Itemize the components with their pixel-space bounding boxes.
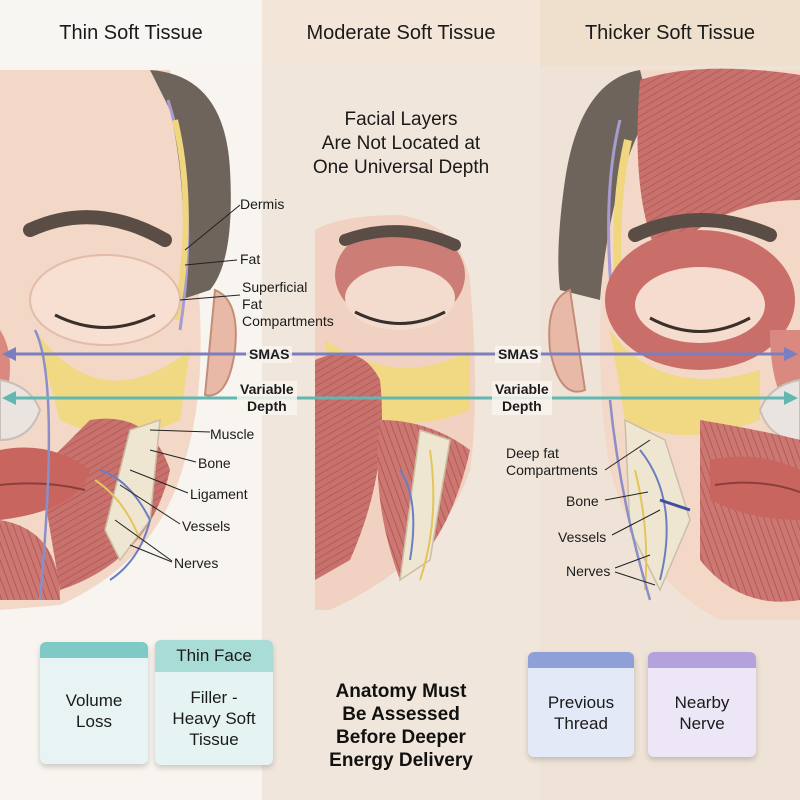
label-variable-depth-left: Variable Depth xyxy=(237,381,297,415)
card-thin-face: Thin Face Filler - Heavy Soft Tissue xyxy=(155,640,273,765)
card-nearby-nerve: Nearby Nerve xyxy=(648,652,756,757)
right-hair xyxy=(558,70,650,300)
label-deep-fat-compartments: Deep fat Compartments xyxy=(506,445,598,479)
bottom-message: Anatomy Must Be Assessed Before Deeper E… xyxy=(262,680,540,772)
card-header-bar xyxy=(648,652,756,668)
right-ear xyxy=(548,288,587,393)
right-eye xyxy=(649,316,751,333)
center-title-line: One Universal Depth xyxy=(312,157,490,178)
card-body: Nearby Nerve xyxy=(648,668,756,757)
label-nerves-left: Nerves xyxy=(174,555,219,571)
label-line: Superficial xyxy=(242,279,308,295)
card-text-line: Previous xyxy=(547,692,615,712)
label-dermis: Dermis xyxy=(240,196,285,212)
card-text-line: Thread xyxy=(554,713,608,733)
card-body: Filler - Heavy Soft Tissue xyxy=(155,672,273,765)
left-eyebrow xyxy=(23,210,172,247)
label-superficial-fat-compartments: Superficial Fat Compartments xyxy=(242,279,334,330)
label-muscle: Muscle xyxy=(210,426,255,442)
label-ligament: Ligament xyxy=(190,486,248,502)
label-line: Variable xyxy=(240,381,294,397)
card-text-line: Filler - xyxy=(190,688,238,707)
right-eyebrow xyxy=(628,213,777,242)
center-title-line: Are Not Located at xyxy=(321,133,481,154)
card-title: Thin Face xyxy=(155,640,273,672)
label-smas-left: SMAS xyxy=(246,346,293,363)
label-bone-right: Bone xyxy=(566,493,599,509)
left-eye xyxy=(54,313,156,329)
label-bone-left: Bone xyxy=(198,455,231,471)
label-line: Deep fat xyxy=(506,445,559,461)
left-face xyxy=(0,70,241,610)
label-line: Variable xyxy=(495,381,549,397)
label-smas-right: SMAS xyxy=(495,346,542,363)
label-line: Depth xyxy=(247,398,287,414)
depth-arrow-left-icon xyxy=(2,391,16,405)
label-vessels-left: Vessels xyxy=(182,518,231,534)
bottom-message-line: Anatomy Must xyxy=(335,681,467,702)
card-volume-loss: Volume Loss xyxy=(40,642,148,764)
label-vessels-right: Vessels xyxy=(558,529,607,545)
card-text-line: Nearby xyxy=(674,692,730,712)
left-hair xyxy=(150,70,231,300)
label-line: Fat xyxy=(242,296,263,312)
right-face xyxy=(548,68,800,620)
card-text-line: Volume xyxy=(65,691,123,710)
card-text-line: Loss xyxy=(76,712,112,731)
smas-arrow-right-icon xyxy=(784,347,798,361)
smas-arrow-left-icon xyxy=(2,347,16,361)
right-lips xyxy=(710,456,800,520)
card-previous-thread: Previous Thread xyxy=(528,652,634,757)
header-moderate-soft-tissue: Moderate Soft Tissue xyxy=(262,0,540,66)
label-line: Compartments xyxy=(242,313,334,329)
center-title-line: Facial Layers xyxy=(344,109,458,130)
center-title: Facial Layers Are Not Located at One Uni… xyxy=(262,108,540,180)
card-header-bar xyxy=(40,642,148,658)
left-ear xyxy=(203,288,237,397)
label-fat: Fat xyxy=(240,251,261,267)
card-body: Previous Thread xyxy=(528,668,634,757)
label-nerves-right: Nerves xyxy=(566,563,611,579)
header-thin-soft-tissue: Thin Soft Tissue xyxy=(0,0,262,66)
card-header-bar xyxy=(528,652,634,668)
middle-eye xyxy=(354,310,446,325)
card-body: Volume Loss xyxy=(40,658,148,764)
card-text-line: Nerve xyxy=(679,713,725,733)
label-line: Depth xyxy=(502,398,542,414)
card-text-line: Tissue xyxy=(189,730,239,749)
bottom-message-line: Energy Delivery xyxy=(329,750,473,771)
middle-face xyxy=(315,215,475,610)
bottom-message-line: Be Assessed xyxy=(342,704,460,725)
depth-arrow-right-icon xyxy=(784,391,798,405)
label-variable-depth-right: Variable Depth xyxy=(492,381,552,415)
header-thicker-soft-tissue: Thicker Soft Tissue xyxy=(540,0,800,66)
smas-band xyxy=(2,347,798,361)
variable-depth-band xyxy=(2,391,798,405)
card-text-line: Heavy Soft xyxy=(172,709,256,728)
label-line: Compartments xyxy=(506,462,598,478)
bottom-message-line: Before Deeper xyxy=(336,727,466,748)
